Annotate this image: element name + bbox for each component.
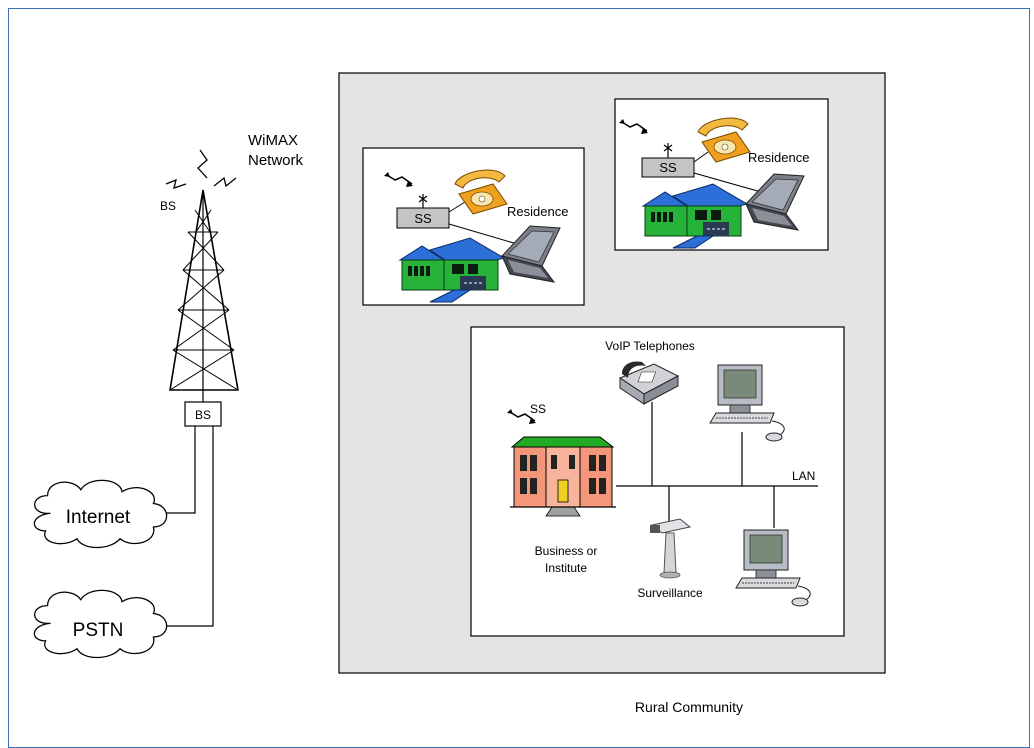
bs-box-label: BS: [195, 408, 211, 422]
pstn-label: PSTN: [73, 620, 124, 641]
pstn-link: [166, 426, 214, 627]
voip-label: VoIP Telephones: [605, 339, 695, 353]
business-panel: VoIP Telephones LAN SS: [470, 326, 845, 637]
wireless-signal-icon: [386, 174, 413, 185]
residence-label: Residence: [748, 150, 809, 165]
bs-box: [184, 401, 222, 427]
ss-label: SS: [659, 160, 677, 175]
surveillance-camera-icon: [650, 518, 692, 579]
internet-label: Internet: [66, 507, 131, 528]
tower-bs-label: BS: [160, 199, 176, 213]
internet-link: [166, 426, 196, 514]
wireless-signal-icon: [621, 121, 648, 132]
business-building-icon: [510, 436, 616, 517]
business-ss-label: SS: [530, 402, 546, 416]
residence-panel-1: SS Residence: [362, 147, 585, 306]
residence-panel-2: SS Residence: [614, 98, 829, 251]
radio-signal-icon: [165, 149, 237, 189]
bs-tower: [169, 189, 239, 402]
pstn-cloud: PSTN: [33, 589, 168, 659]
ss-box: [641, 157, 695, 178]
internet-cloud: Internet: [33, 479, 168, 549]
wimax-rural-diagram: WiMAX Network BS BS Internet PSTN Rural …: [33, 72, 886, 715]
wimax-label-line2: Network: [248, 152, 304, 169]
ss-label: SS: [414, 211, 432, 226]
voip-phone-icon: [618, 361, 680, 405]
business-label-line1: Business or: [535, 544, 598, 558]
ss-box: [396, 207, 450, 229]
wimax-label-line1: WiMAX: [248, 132, 298, 149]
surveillance-label: Surveillance: [637, 586, 703, 600]
business-label-line2: Institute: [545, 561, 587, 575]
lan-label: LAN: [792, 469, 815, 483]
residence-label: Residence: [507, 204, 568, 219]
rural-community-label: Rural Community: [635, 699, 743, 715]
wireless-signal-icon: [509, 411, 536, 422]
